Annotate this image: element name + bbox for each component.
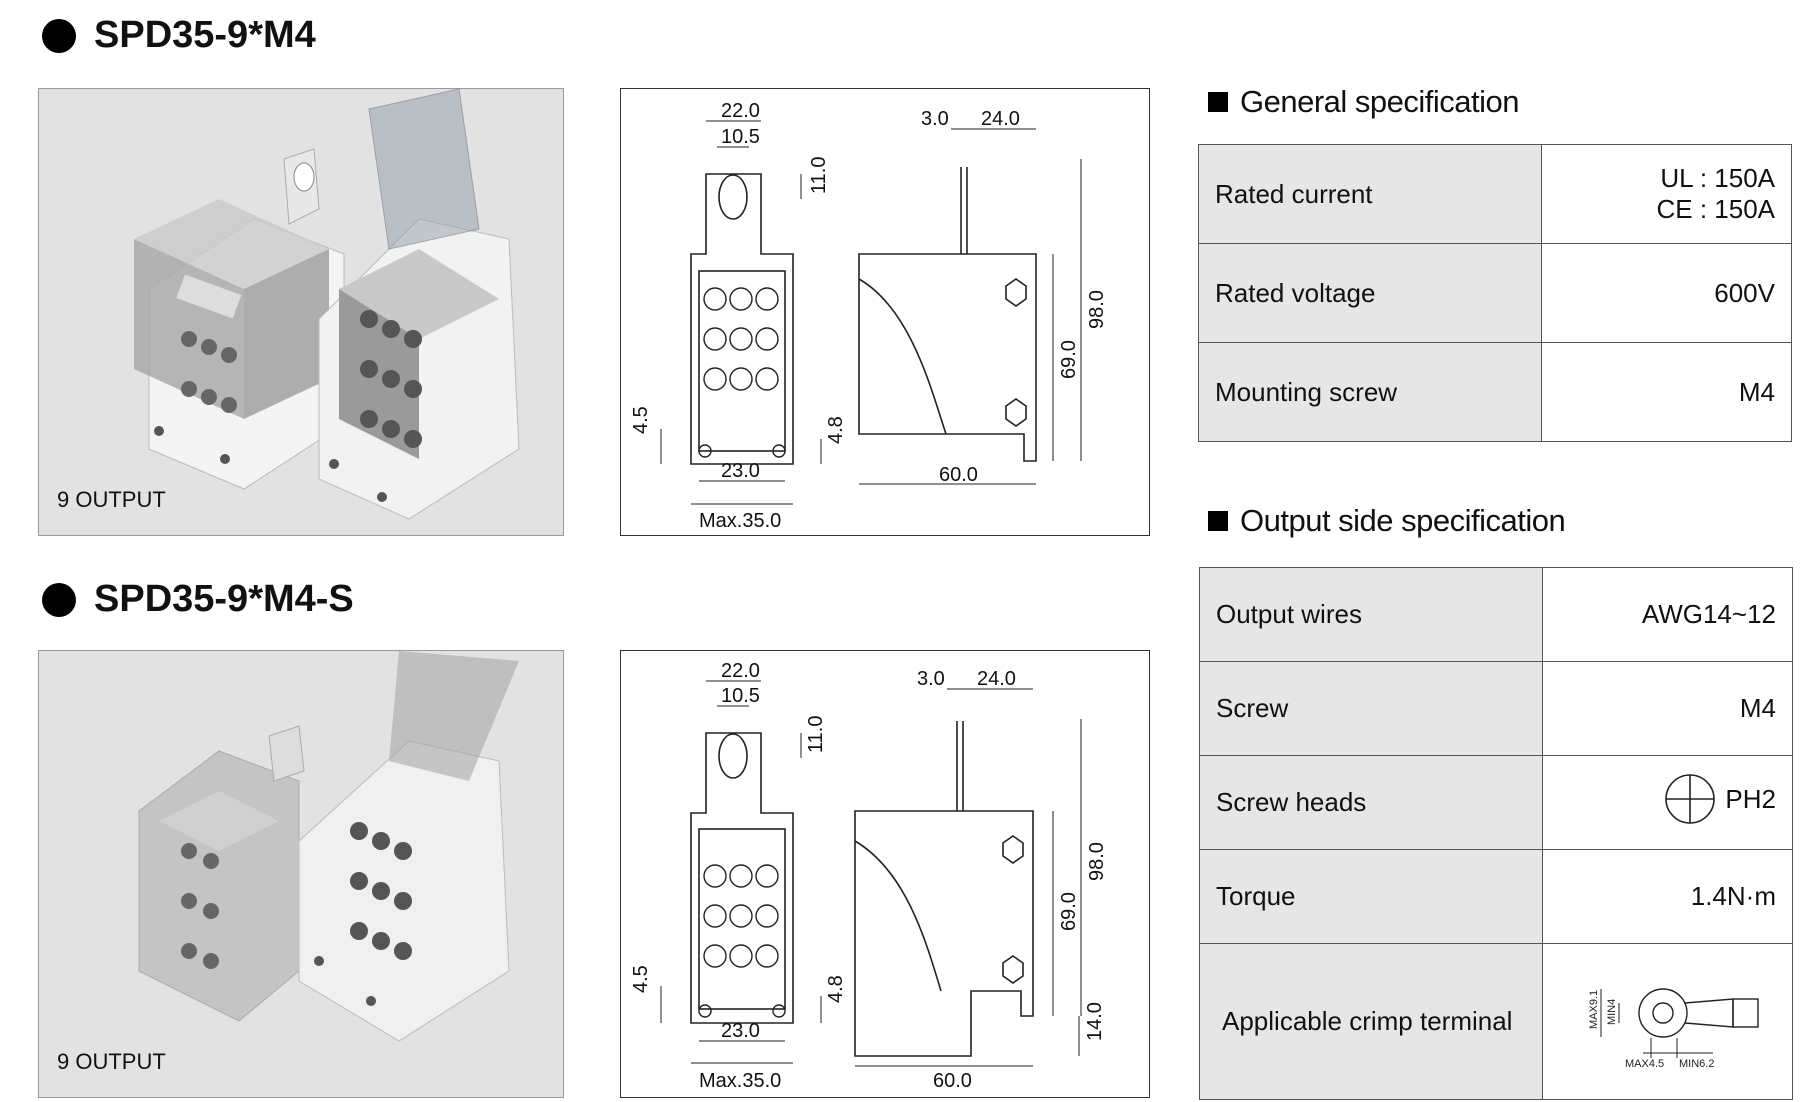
dim-4-8: 4.8 [825,975,847,1003]
dim-max35: Max.35.0 [699,1070,781,1092]
table-row: Rated voltage 600V [1198,243,1792,343]
terminal-block-photo [134,89,520,520]
phillips-head-icon [1665,774,1716,824]
crimp-min62: MIN6.2 [1679,1058,1714,1070]
spec-label: Applicable crimp terminal [1199,943,1543,1100]
general-spec-table: Rated current UL : 150A CE : 150A Rated … [1198,144,1792,442]
dimension-drawing-1: 22.0 10.5 11.0 3.0 24.0 98.0 69.0 4.5 4.… [620,88,1150,536]
table-row: Torque 1.4N·m [1199,849,1793,944]
square-bullet-icon [1208,92,1228,112]
dim-22: 22.0 [721,660,760,682]
dim-max35: Max.35.0 [699,510,781,532]
product-photo-1: 9 OUTPUT [38,88,564,536]
spec-value: UL : 150A CE : 150A [1541,144,1792,244]
dim-14: 14.0 [1084,1002,1106,1041]
spec-label: Rated voltage [1198,243,1542,343]
spec-label: Output wires [1199,567,1543,662]
spec-label: Rated current [1198,144,1542,244]
output-spec-title: Output side specification [1208,503,1566,539]
section-title-text: General specification [1240,84,1520,119]
photo-caption: 9 OUTPUT [57,1049,166,1074]
dim-23: 23.0 [721,1020,760,1042]
spec-value: PH2 [1542,755,1793,850]
technical-drawing: 22.0 10.5 11.0 3.0 24.0 98.0 69.0 4.5 4.… [630,100,1108,532]
value-line: UL : 150A [1660,163,1775,193]
spec-label: Mounting screw [1198,342,1542,442]
dim-4-5: 4.5 [630,965,652,993]
spec-value: AWG14~12 [1542,567,1793,662]
product-title-text: SPD35-9*M4 [94,14,316,56]
value-line: CE : 150A [1656,194,1775,224]
product-title-1: SPD35-9*M4 [42,14,316,57]
product-title-2: SPD35-9*M4-S [42,578,354,621]
dim-69: 69.0 [1058,340,1080,379]
dim-23: 23.0 [721,460,760,482]
crimp-max91: MAX9.1 [1588,990,1600,1029]
table-row: Screw M4 [1199,661,1793,756]
table-row: Applicable crimp terminal MAX9.1 MIN4 MA… [1199,943,1793,1100]
dim-98: 98.0 [1086,290,1108,329]
dim-11: 11.0 [808,157,830,194]
dimension-drawing-2: 22.0 10.5 11.0 3.0 24.0 98.0 69.0 14.0 4… [620,650,1150,1098]
crimp-max45: MAX4.5 [1625,1058,1664,1070]
dim-10-5: 10.5 [721,685,760,707]
crimp-min4: MIN4 [1606,999,1618,1025]
spec-value: M4 [1541,342,1792,442]
crimp-terminal-diagram: MAX9.1 MIN4 MAX4.5 MIN6.2 [1588,988,1759,1070]
block-left [138,725,305,1022]
spec-value: 1.4N·m [1542,849,1793,944]
spec-label: Torque [1199,849,1543,944]
spec-label: Screw heads [1199,755,1543,850]
dim-22: 22.0 [721,100,760,122]
screw-head-value: PH2 [1725,783,1776,814]
bullet-icon [42,582,76,617]
dim-3: 3.0 [921,108,949,130]
photo-caption: 9 OUTPUT [57,487,166,512]
section-title-text: Output side specification [1240,503,1566,538]
spec-value: 600V [1541,243,1792,343]
table-row: Mounting screw M4 [1198,342,1792,442]
bullet-icon [42,18,76,53]
dim-11: 11.0 [805,716,827,753]
square-bullet-icon [1208,511,1228,531]
dim-24: 24.0 [977,668,1016,690]
table-row: Rated current UL : 150A CE : 150A [1198,144,1792,244]
dim-98: 98.0 [1086,842,1108,881]
dim-3: 3.0 [917,668,945,690]
block-right [298,651,519,1042]
dim-24: 24.0 [981,108,1020,130]
general-spec-title: General specification [1208,84,1520,120]
spec-value: MAX9.1 MIN4 MAX4.5 MIN6.2 [1542,943,1793,1100]
terminal-block-photo [138,651,519,1042]
technical-drawing: 22.0 10.5 11.0 3.0 24.0 98.0 69.0 14.0 4… [630,660,1108,1092]
block-left [134,148,345,490]
table-row: Output wires AWG14~12 [1199,567,1793,662]
dim-4-5: 4.5 [630,406,652,434]
table-row: Screw heads PH2 [1199,755,1793,850]
dim-4-8: 4.8 [825,416,847,444]
output-spec-table: Output wires AWG14~12 Screw M4 Screw hea… [1199,567,1793,1100]
dim-60: 60.0 [933,1070,972,1092]
product-title-text: SPD35-9*M4-S [94,578,354,620]
dim-10-5: 10.5 [721,126,760,148]
spec-label: Screw [1199,661,1543,756]
dim-69: 69.0 [1058,892,1080,931]
product-photo-2: 9 OUTPUT [38,650,564,1098]
spec-value: M4 [1542,661,1793,756]
block-right [318,89,520,520]
dim-60: 60.0 [939,464,978,486]
